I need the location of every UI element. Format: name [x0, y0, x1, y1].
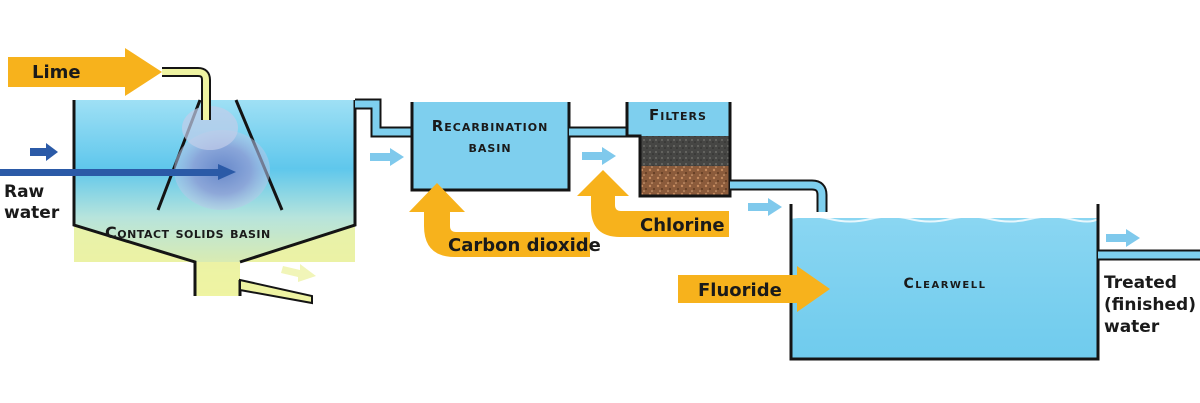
chlorine-label: Chlorine — [640, 215, 725, 236]
filters-label: Filters — [649, 106, 707, 124]
recarbination-label-line2: basin — [468, 138, 511, 156]
recarbination-basin: Recarbination basin — [410, 102, 571, 192]
clearwell-label: Clearwell — [903, 276, 986, 292]
flow-arrow-1 — [370, 148, 404, 166]
recarbination-label-line1: Recarbination — [432, 117, 549, 135]
flow-arrow-4 — [1106, 229, 1140, 247]
clearwell: Clearwell — [789, 204, 1100, 361]
treated-water-label-line2: (finished) — [1104, 295, 1196, 315]
fluoride-label: Fluoride — [698, 280, 782, 301]
raw-water-pipe — [0, 169, 225, 176]
chlorine-arrow: Chlorine — [577, 170, 729, 237]
raw-water-label-line2: water — [4, 203, 60, 223]
contact-solids-basin — [72, 99, 357, 305]
contact-solids-basin-label: Contact solids basin — [105, 223, 271, 242]
filter-anthracite-layer — [640, 136, 730, 166]
raw-water-pipe-tip — [218, 164, 236, 180]
basin-hopper — [74, 225, 355, 296]
filter-sand-layer — [640, 166, 730, 196]
lime-label: Lime — [32, 62, 81, 83]
treated-water-label-line1: Treated — [1104, 273, 1177, 293]
pipe-to-recarbination — [355, 98, 414, 138]
sludge-outlet-pipe — [239, 278, 313, 305]
raw-water-arrow — [30, 143, 58, 161]
filters: Filters — [625, 102, 732, 198]
carbon-dioxide-label: Carbon dioxide — [448, 235, 601, 256]
raw-water-label-line1: Raw — [4, 182, 45, 202]
flow-arrow-2 — [582, 147, 616, 165]
carbon-dioxide-arrow: Carbon dioxide — [409, 183, 601, 257]
fluoride-arrow: Fluoride — [678, 266, 830, 312]
treated-water-label-line3: water — [1104, 317, 1160, 337]
sludge-arrow — [281, 264, 316, 282]
flow-arrow-3 — [748, 198, 782, 216]
lime-arrow: Lime — [8, 48, 162, 96]
